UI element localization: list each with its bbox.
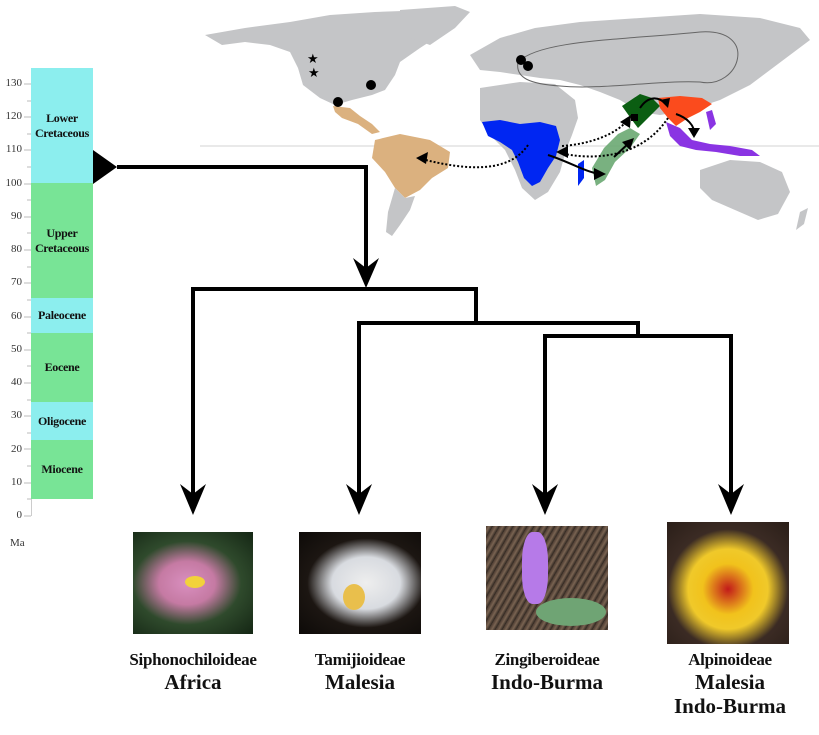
taxon-region: Malesia [325, 670, 395, 694]
crown-age-marker [93, 150, 117, 184]
tip-arrowhead-tamijioideae [346, 484, 372, 515]
fossil-star-marker: ★ [308, 65, 320, 80]
taxon-name: Alpinoideae [688, 650, 772, 669]
white-flower-photo [299, 532, 421, 634]
south-america [372, 134, 450, 198]
eurasia [470, 14, 810, 115]
taxon-alpinoideae: Alpinoideae Malesia Indo-Burma [650, 650, 810, 718]
node-zingiberoideae-alpinoideae [543, 334, 733, 500]
india-region [622, 94, 660, 128]
taxon-siphonochiloideae: Siphonochiloideae Africa [108, 650, 278, 694]
taxon-zingiberoideae: Zingiberoideae Indo-Burma [462, 650, 632, 694]
tick-110: 110 [5, 143, 22, 155]
fossil-circle-marker [333, 97, 343, 107]
dispersal-africa-to-south-america [417, 144, 529, 169]
arrowhead [556, 146, 568, 158]
arrowhead [622, 138, 634, 150]
tick-20: 20 [11, 443, 22, 455]
tick-0: 0 [16, 509, 23, 521]
tip-arrowhead-siphonochiloideae [180, 484, 206, 515]
phylogenetic-tree [93, 150, 744, 515]
fossil-circle-marker [516, 55, 526, 65]
era-lower-cretaceous: Lower Cretaceous [31, 68, 93, 183]
tick-40: 40 [11, 376, 22, 388]
tick-130: 130 [5, 77, 23, 89]
taxon-tamijioideae: Tamijioideae Malesia [280, 650, 440, 694]
arrowhead [416, 152, 428, 164]
philippines [706, 110, 716, 130]
malesia-region [666, 122, 760, 156]
era-eocene: Eocene [31, 333, 93, 402]
era-upper-cretaceous: Upper Cretaceous [31, 183, 93, 298]
axis-tick-marks [24, 83, 31, 517]
dispersal-arrows [416, 97, 700, 180]
fossil-star-marker: ★ [307, 51, 319, 66]
fossil-circle-marker [366, 80, 376, 90]
axis-unit-label: Ma [10, 537, 25, 549]
tick-10: 10 [11, 476, 22, 488]
indo-burma-region [658, 96, 712, 126]
tick-70: 70 [11, 276, 22, 288]
arrowhead [594, 168, 606, 180]
tick-90: 90 [11, 210, 22, 222]
greenland [400, 6, 470, 45]
arrowhead [688, 128, 700, 138]
africa-tropical-region [482, 120, 560, 186]
new-zealand [796, 208, 808, 230]
tick-30: 30 [11, 409, 22, 421]
purple-flower-photo [486, 526, 608, 630]
tick-60: 60 [11, 310, 22, 322]
fossil-circle-marker [523, 61, 533, 71]
taxon-region: Indo-Burma [673, 694, 787, 718]
tip-arrowhead-alpinoideae [718, 484, 744, 515]
arrowhead [620, 115, 631, 128]
world-map: ★ ★ [200, 6, 819, 236]
taxon-region: Malesia [695, 670, 765, 694]
taxon-name: Zingiberoideae [494, 650, 600, 669]
tick-50: 50 [11, 343, 22, 355]
stem-branch [117, 165, 368, 275]
southern-cone [386, 188, 415, 236]
fossil-range-outline [517, 31, 739, 88]
root-arrowhead [353, 258, 379, 288]
taxon-name: Siphonochiloideae [129, 650, 257, 669]
madagascar [578, 160, 584, 186]
arrowhead [660, 98, 670, 108]
root-node [191, 287, 478, 500]
yellow-flower-photo [667, 522, 789, 644]
taxon-region: Africa [164, 670, 222, 694]
central-america [333, 106, 380, 134]
fossil-square-marker [631, 114, 638, 121]
taxon-region: Indo-Burma [490, 670, 604, 694]
pink-flower-photo [133, 532, 253, 634]
dispersal-indoburma-to-africa [559, 117, 669, 158]
tick-100: 100 [5, 177, 23, 189]
era-miocene: Miocene [31, 440, 93, 499]
tick-120: 120 [5, 110, 23, 122]
north-america [205, 10, 450, 105]
tick-80: 80 [11, 243, 22, 255]
node-tamijioideae-split [357, 321, 640, 500]
taxon-name: Tamijioideae [314, 650, 406, 669]
era-paleocene: Paleocene [31, 298, 93, 333]
australia [700, 160, 790, 220]
era-oligocene: Oligocene [31, 402, 93, 440]
tip-arrowhead-zingiberoideae [532, 484, 558, 515]
